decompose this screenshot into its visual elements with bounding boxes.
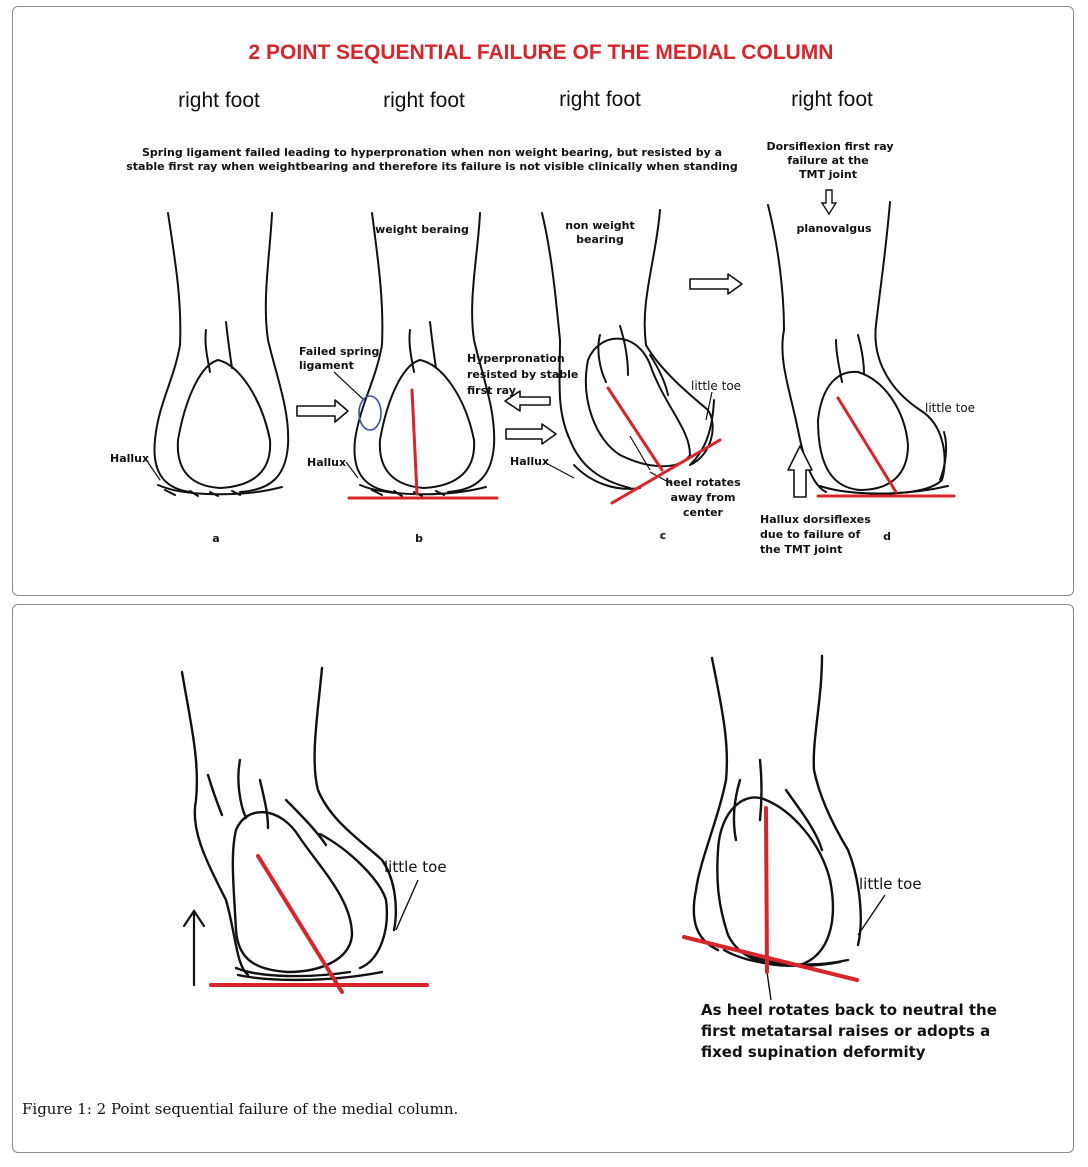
little-toe-label-d: little toe	[925, 401, 975, 415]
non-weight-bearing-label-2: bearing	[576, 233, 624, 246]
foot-drawing-bottom-right	[692, 654, 862, 967]
dorsiflexion-note-2: failure at the	[787, 154, 868, 167]
panel-letter-c: c	[660, 529, 667, 542]
failed-spring-label-1: Failed spring	[299, 345, 379, 358]
foot-header-b: right foot	[383, 89, 465, 112]
caption-label: Figure 1:	[22, 1100, 92, 1118]
foot-drawing-d	[767, 201, 949, 495]
panel-letter-d: d	[883, 530, 891, 543]
hallux-label-b: Hallux	[307, 456, 346, 469]
left-arrow-icon	[504, 390, 551, 412]
bottom-note-3: fixed supination deformity	[701, 1043, 926, 1061]
top-panel	[12, 6, 1074, 596]
up-arrow-icon	[787, 445, 813, 498]
heel-rotates-label-1: heel rotates	[665, 476, 741, 489]
failed-spring-ellipse	[358, 395, 382, 431]
panel-letter-b: b	[415, 532, 423, 545]
planovalgus-label: planovalgus	[796, 222, 872, 235]
note-line-2: stable first ray when weightbearing and …	[126, 160, 737, 173]
down-arrow-icon	[820, 189, 838, 216]
leader-lines-bottom	[395, 879, 886, 1001]
foot-drawing-c	[541, 209, 715, 490]
panel-letter-a: a	[212, 532, 219, 545]
red-axis-lines-top	[347, 386, 956, 505]
failed-spring-label-2: ligament	[299, 359, 354, 372]
hyperpronation-label-3: first ray	[467, 384, 516, 397]
bottom-panel	[12, 604, 1074, 1153]
figure-title: 2 POINT SEQUENTIAL FAILURE OF THE MEDIAL…	[249, 41, 834, 64]
heel-rotates-label-2: away from	[671, 491, 736, 504]
figure-caption: Figure 1: 2 Point sequential failure of …	[22, 1100, 458, 1118]
dorsiflexion-note-1: Dorsiflexion first ray	[766, 140, 893, 153]
hallux-label-a: Hallux	[110, 452, 149, 465]
right-arrow-icon	[296, 399, 349, 423]
right-arrow-icon	[689, 273, 743, 295]
bottom-note-2: first metatarsal raises or adopts a	[701, 1022, 990, 1040]
dorsiflexion-note-3: TMT joint	[799, 168, 857, 181]
note-line-1: Spring ligament failed leading to hyperp…	[142, 146, 722, 159]
red-axis-lines-bottom	[209, 806, 859, 994]
foot-header-a: right foot	[178, 89, 260, 112]
hallux-dorsiflexes-label-1: Hallux dorsiflexes	[760, 513, 871, 526]
hyperpronation-label-1: Hyperpronation	[467, 352, 565, 365]
bottom-little-toe-label-left: little toe	[384, 858, 447, 876]
bottom-little-toe-label-right: little toe	[859, 875, 922, 893]
hallux-label-c: Hallux	[510, 455, 549, 468]
hallux-dorsiflexes-label-3: the TMT joint	[760, 543, 842, 556]
hyperpronation-label-2: resisted by stable	[467, 368, 578, 381]
foot-header-d: right foot	[791, 88, 873, 111]
leader-lines-top	[144, 371, 713, 485]
non-weight-bearing-label-1: non weight	[565, 219, 634, 232]
right-arrow-icon	[505, 423, 557, 445]
foot-header-c: right foot	[559, 88, 641, 111]
hallux-dorsiflexes-label-2: due to failure of	[760, 528, 860, 541]
little-toe-label-c: little toe	[691, 379, 741, 393]
weight-bearing-label: weight beraing	[375, 223, 469, 236]
foot-drawing-a	[153, 212, 290, 497]
bottom-note-1: As heel rotates back to neutral the	[701, 1001, 997, 1019]
heel-rotates-label-3: center	[683, 506, 724, 519]
foot-drawing-bottom-left	[180, 666, 397, 982]
up-arrow-icon	[182, 909, 206, 987]
foot-drawing-b	[353, 212, 496, 497]
caption-text: 2 Point sequential failure of the medial…	[91, 1100, 459, 1118]
